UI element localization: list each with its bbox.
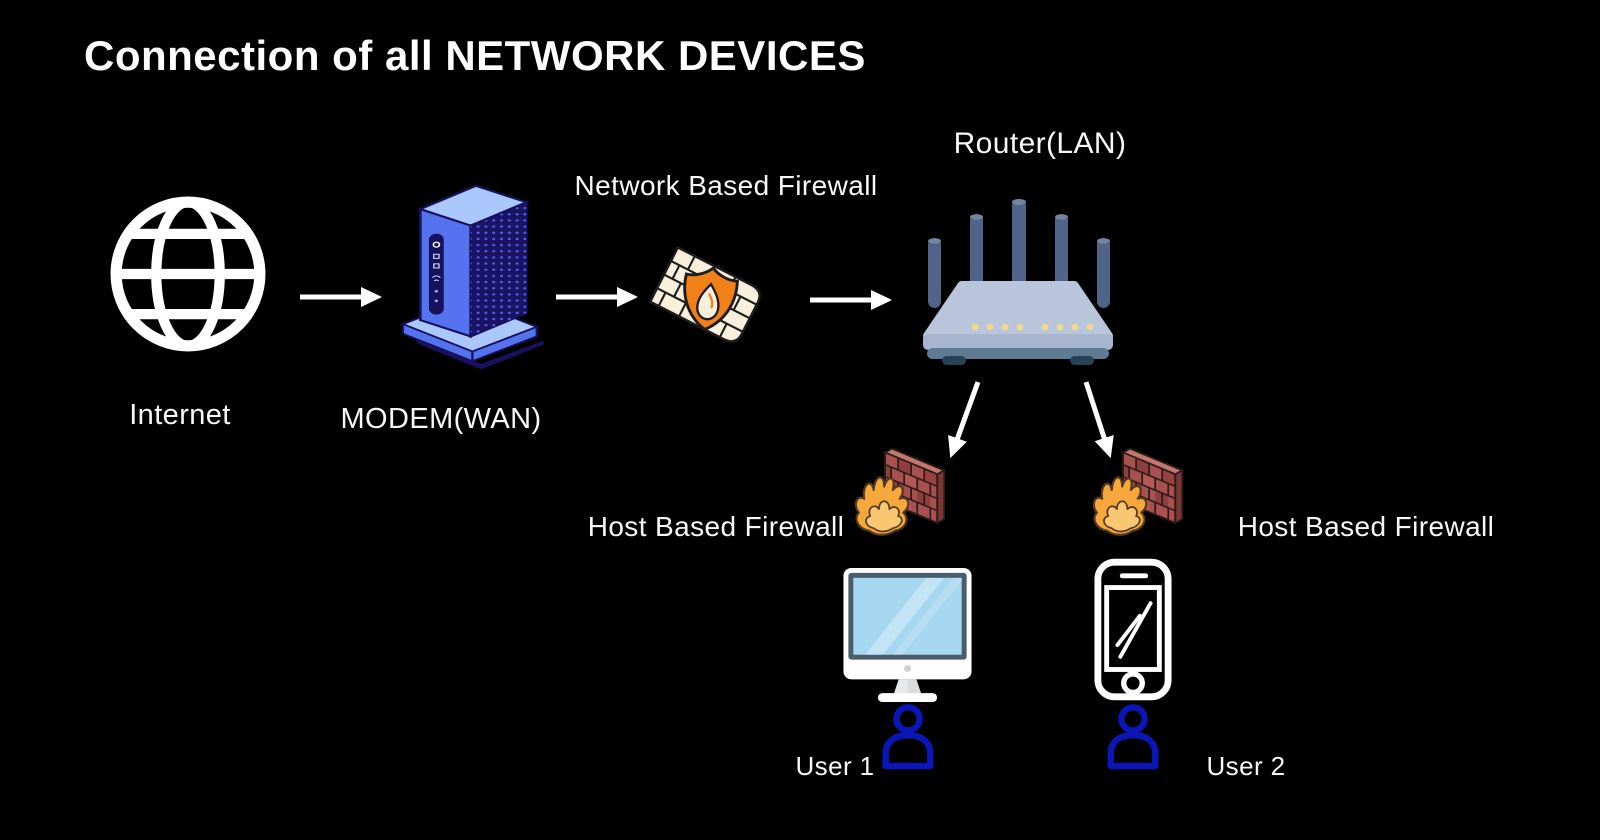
modem-icon — [396, 168, 548, 370]
arrow-router-to-host-firewall-left — [938, 378, 990, 463]
arrow-modem-to-firewall — [556, 284, 638, 310]
globe-icon — [104, 190, 272, 358]
network-firewall-label: Network Based Firewall — [574, 170, 878, 201]
desktop-monitor-icon — [843, 568, 972, 702]
host-firewall-right-label: Host Based Firewall — [1237, 511, 1495, 542]
smartphone-icon — [1093, 557, 1173, 702]
brick-wall-flame-icon — [852, 435, 952, 538]
network-firewall-node — [648, 222, 770, 367]
arrow-firewall-to-router — [810, 287, 892, 313]
internet-node — [104, 190, 272, 358]
router-label: Router(LAN) — [953, 127, 1127, 160]
modem-node — [396, 168, 548, 370]
brick-wall-shield-icon — [648, 222, 770, 367]
person-icon — [878, 701, 938, 771]
user1-device-node — [843, 568, 972, 702]
user2-label: User 2 — [1206, 751, 1286, 781]
wireless-router-icon — [918, 186, 1118, 371]
person-icon — [1103, 701, 1163, 771]
modem-label: MODEM(WAN) — [340, 403, 542, 435]
user1-node — [878, 701, 938, 771]
arrow-router-to-host-firewall-right — [1074, 378, 1123, 462]
host-firewall-left-label: Host Based Firewall — [587, 511, 845, 542]
host-firewall-left-node — [852, 435, 952, 538]
arrow-internet-to-modem — [300, 284, 382, 310]
user2-node — [1103, 701, 1163, 771]
host-firewall-right-node — [1090, 435, 1190, 538]
router-node — [918, 186, 1118, 371]
internet-label: Internet — [129, 399, 231, 431]
page-title: Connection of all NETWORK DEVICES — [84, 32, 866, 79]
brick-wall-flame-icon — [1090, 435, 1190, 538]
user1-label: User 1 — [795, 751, 875, 781]
user2-device-node — [1093, 557, 1173, 702]
